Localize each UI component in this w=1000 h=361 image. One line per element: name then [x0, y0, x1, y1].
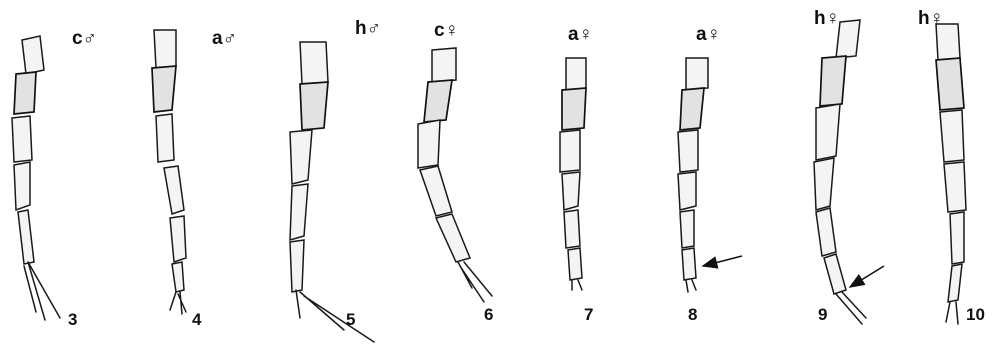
figure-3-number: 3 — [68, 310, 77, 329]
figure-5-label: h♂ — [355, 18, 381, 39]
figure-6-label: c♀ — [434, 20, 459, 41]
leg-figure-8: a♀ 8 — [678, 24, 742, 324]
figure-6-number: 6 — [484, 305, 493, 324]
figure-10-label: h♀ — [918, 8, 944, 29]
arrow-figure-9 — [850, 266, 884, 287]
leg-figure-9: h♀ 9 — [814, 8, 884, 324]
leg-figure-4: a♂ 4 — [152, 28, 237, 329]
leg-figure-7: a♀ 7 — [560, 24, 593, 324]
leg-figure-6: c♀ 6 — [418, 20, 493, 324]
figure-8-number: 8 — [688, 305, 697, 324]
leg-figure-5: h♂ 5 — [290, 18, 381, 342]
figure-9-label: h♀ — [814, 8, 840, 29]
leg-figure-3: c♂ 3 — [12, 28, 97, 329]
figure-7-label: a♀ — [568, 24, 593, 45]
figure-4-label: a♂ — [212, 28, 237, 49]
arrow-figure-8 — [703, 256, 742, 266]
leg-figure-10: h♀ 10 — [918, 8, 985, 324]
figure-9-number: 9 — [818, 305, 827, 324]
figure-7-number: 7 — [584, 305, 593, 324]
figure-8-label: a♀ — [696, 24, 721, 45]
figure-3-label: c♂ — [72, 28, 97, 49]
figure-10-number: 10 — [966, 305, 985, 324]
figure-4-number: 4 — [192, 310, 202, 329]
figure-5-number: 5 — [346, 310, 355, 329]
